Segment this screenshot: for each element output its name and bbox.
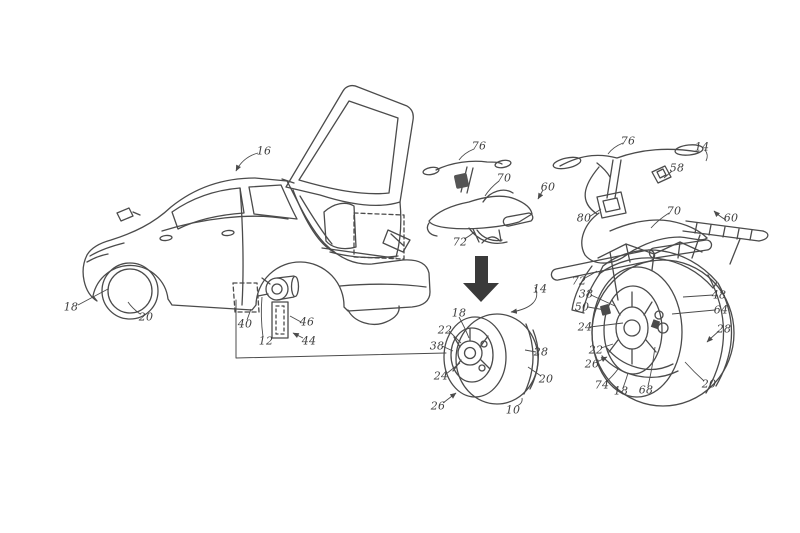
ref-label-uni-24: 24	[577, 320, 593, 334]
hub	[457, 340, 483, 366]
side-mirror	[116, 207, 141, 222]
ref-label-uni-76: 76	[620, 134, 636, 148]
down-arrow	[463, 256, 499, 302]
vehicle-drawing	[82, 84, 447, 359]
ref-label-uni-22: 22	[588, 343, 604, 357]
ref-label-car-18: 18	[63, 300, 79, 314]
ref-label-car-12: 12	[258, 334, 274, 348]
ref-label-uni-18: 18	[613, 384, 629, 398]
rim	[450, 327, 494, 383]
taillight	[382, 229, 411, 253]
wheel-assembly-drawing	[443, 313, 539, 405]
far-rear-wheel	[347, 305, 400, 325]
ref-label-uni-70: 70	[666, 204, 682, 218]
folded-frame	[428, 195, 533, 230]
ref-label-wheel-22: 22	[437, 323, 453, 337]
key-fob	[651, 165, 672, 184]
ref-label-uni-20: 20	[701, 377, 717, 391]
cargo-area	[292, 189, 405, 260]
ref-label-folded-60: 60	[540, 180, 556, 194]
folded-seat	[482, 189, 514, 203]
rear-hub-axle	[232, 275, 300, 339]
kickstand	[571, 265, 602, 314]
ref-label-wheel-14: 14	[532, 282, 548, 296]
ref-label-uni-38: 38	[578, 287, 594, 301]
ref-label-uni-50: 50	[574, 300, 590, 314]
folded-unicycle-drawing	[422, 159, 534, 244]
ref-label-uni-80: 80	[576, 211, 592, 225]
ref-label-uni-74: 74	[594, 378, 610, 392]
ref-label-uni-26: 26	[584, 357, 600, 371]
fender	[598, 249, 718, 289]
ref-label-wheel-26: 26	[430, 399, 446, 413]
ref-label-folded-72: 72	[452, 235, 468, 249]
ref-label-uni-68: 68	[638, 383, 654, 397]
hub	[615, 306, 649, 350]
spokes	[608, 291, 657, 365]
ref-label-uni-64: 64	[713, 303, 729, 317]
ref-label-folded-76: 76	[471, 139, 487, 153]
unicycle-drawing	[550, 144, 769, 407]
ref-label-wheel-20: 20	[538, 372, 554, 386]
ref-label-car-40: 40	[237, 317, 253, 331]
brake-lever	[596, 162, 611, 178]
ref-label-folded-70: 70	[496, 171, 512, 185]
ref-label-wheel-18: 18	[451, 306, 467, 320]
ref-label-uni-48: 48	[711, 288, 727, 302]
rim	[603, 285, 663, 375]
liftgate	[285, 84, 414, 206]
ref-label-wheel-38: 38	[429, 339, 445, 353]
brake-cable	[584, 166, 600, 215]
ref-label-uni-58: 58	[669, 161, 685, 175]
ref-label-uni-28: 28	[716, 322, 732, 336]
seat	[609, 219, 708, 239]
ref-label-wheel-10: 10	[505, 403, 521, 417]
ref-label-uni-14: 14	[694, 140, 710, 154]
rear-rack	[682, 220, 769, 265]
ref-label-car-46: 46	[299, 315, 315, 329]
folded-handlebar	[435, 160, 503, 171]
ref-label-uni-72: 72	[571, 274, 587, 288]
ref-label-car-44: 44	[301, 334, 317, 348]
ref-label-uni-60: 60	[723, 211, 739, 225]
ref-label-car-20: 20	[138, 310, 154, 324]
ref-label-wheel-28: 28	[533, 345, 549, 359]
front-wheel	[101, 262, 159, 320]
ref-label-wheel-24: 24	[433, 369, 449, 383]
display	[596, 191, 627, 219]
leader-lines	[77, 142, 727, 407]
ref-label-car-16: 16	[256, 144, 272, 158]
